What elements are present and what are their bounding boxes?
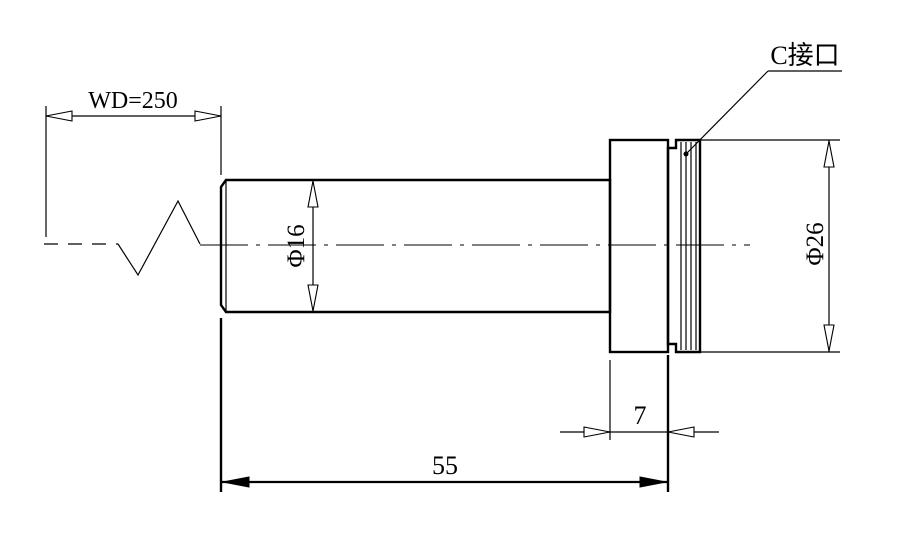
total-length-dimension: 55: [219, 318, 670, 492]
flange-diameter-label: Φ26: [802, 222, 829, 265]
lens-flange: [608, 138, 670, 354]
c-mount-label: C接口: [770, 41, 839, 70]
c-mount-callout: C接口: [683, 41, 842, 157]
body-diameter-label: Φ16: [283, 224, 310, 267]
working-distance-label: WD=250: [88, 88, 178, 114]
c-mount-thread: [666, 138, 702, 354]
body-diameter-dimension: Φ16: [283, 180, 319, 312]
flange-length-label: 7: [634, 401, 647, 430]
total-length-label: 55: [432, 451, 458, 480]
flange-length-dimension: 7: [560, 355, 719, 440]
flange-diameter-dimension: Φ26: [700, 139, 840, 353]
callout-dot: [683, 151, 689, 157]
object-break-line: [44, 199, 201, 277]
lens-barrel: [219, 178, 612, 314]
working-distance-dimension: WD=250: [45, 88, 222, 237]
